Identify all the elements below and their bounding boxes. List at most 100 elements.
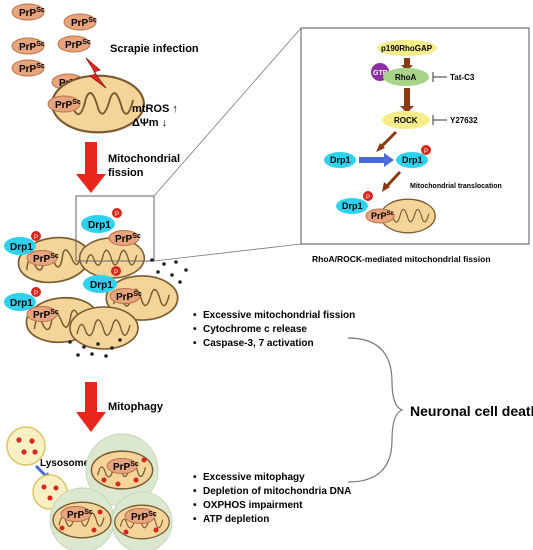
- svg-text:Drp1: Drp1: [402, 155, 423, 165]
- svg-text:P: P: [424, 149, 428, 155]
- inset-caption: RhoA/ROCK-mediated mitochondrial fission: [312, 254, 491, 264]
- svg-text:Drp1: Drp1: [10, 242, 33, 253]
- svg-text:P: P: [366, 195, 370, 201]
- svg-text:PrPSc: PrPSc: [116, 291, 142, 303]
- rhoa-node: RhoA: [383, 68, 429, 86]
- phospho-site: P: [31, 287, 41, 297]
- svg-text:PrPSc: PrPSc: [67, 509, 93, 521]
- zoom-line-bottom: [153, 243, 302, 262]
- svg-text:ROCK: ROCK: [394, 116, 418, 125]
- bullet-item: •: [193, 486, 197, 497]
- prion-particle: PrPSc: [63, 13, 97, 31]
- rhoa-rock-inset: p190RhoGAP GTP RhoA Tat-C3 ROCK Y27632: [300, 27, 530, 245]
- svg-text:PrPSc: PrPSc: [113, 461, 139, 473]
- arrow-to-fission: [76, 142, 106, 193]
- phospho-site: P: [112, 208, 122, 218]
- svg-text:Drp1: Drp1: [90, 280, 113, 291]
- blue-arrow-phosphorylation: [359, 153, 394, 167]
- prion-particle: PrPSc: [108, 230, 141, 246]
- bullet-item: •: [193, 472, 197, 483]
- bullet-item: •: [193, 500, 197, 511]
- prion-particle: PrPSc: [11, 59, 45, 77]
- lightning-icon: [85, 57, 107, 89]
- svg-text:P: P: [34, 291, 38, 297]
- outcome-label: Neuronal cell death: [410, 403, 533, 419]
- effect-mitophagy-0: Excessive mitophagy: [203, 472, 305, 483]
- svg-text:P: P: [114, 270, 118, 276]
- arrow-down-1: [401, 58, 413, 71]
- tatc3-inhibitor: Tat-C3: [432, 72, 475, 82]
- bullet-item: •: [193, 514, 197, 525]
- bracket: [347, 337, 404, 483]
- svg-text:PrPSc: PrPSc: [115, 233, 141, 245]
- fission-cluster: Drp1 P PrPSc Drp1 P PrPSc Drp1 P PrPSc: [4, 27, 302, 358]
- mitophagy-label: Mitophagy: [108, 401, 164, 413]
- svg-text:GTP: GTP: [373, 70, 388, 77]
- phospho-site: P: [421, 145, 431, 155]
- drp1-phosphorylated: Drp1: [396, 152, 428, 168]
- svg-text:Drp1: Drp1: [88, 220, 111, 231]
- phospho-site: P: [31, 231, 41, 241]
- prion-particle: PrPSc: [26, 306, 59, 322]
- arrow-to-mitophagy: [76, 382, 106, 432]
- effect-fission-2: Caspase-3, 7 activation: [203, 338, 314, 349]
- svg-text:PrPSc: PrPSc: [65, 39, 91, 51]
- svg-text:PrPSc: PrPSc: [371, 211, 395, 221]
- effect-mitophagy-2: OXPHOS impairment: [203, 500, 303, 511]
- svg-text:Drp1: Drp1: [10, 298, 33, 309]
- p190rhogap-node: p190RhoGAP: [377, 40, 437, 56]
- arrow-translocation: [385, 170, 402, 188]
- svg-text:Y27632: Y27632: [450, 116, 478, 125]
- lysosome-label: Lysosome: [40, 458, 90, 469]
- prion-particle: PrPSc: [57, 35, 91, 53]
- arrow-down-2: [400, 88, 414, 113]
- phospho-site: P: [363, 191, 373, 201]
- effect-fission-0: Excessive mitochondrial fission: [203, 310, 355, 321]
- svg-text:PrPSc: PrPSc: [55, 99, 81, 111]
- svg-text:PrPSc: PrPSc: [71, 17, 97, 29]
- svg-text:P: P: [34, 235, 38, 241]
- zoom-line-top: [153, 27, 302, 197]
- bullet-item: •: [193, 338, 197, 349]
- svg-text:RhoA: RhoA: [395, 73, 417, 82]
- drp1-protein: Drp1: [83, 275, 117, 293]
- svg-text:Tat-C3: Tat-C3: [450, 73, 475, 82]
- prion-particle: PrPSc: [26, 250, 59, 266]
- arrow-rock-to-drp1: [379, 130, 398, 149]
- effect-mitophagy-1: Depletion of mitochondria DNA: [203, 486, 351, 497]
- drp1-unphosphorylated: Drp1: [324, 152, 356, 168]
- mitophagy-cluster: Lysosome PrPSc PrPSc: [6, 426, 173, 550]
- bullet-item: •: [193, 310, 197, 321]
- rock-node: ROCK: [382, 111, 430, 129]
- prion-particle: PrPSc: [365, 208, 395, 224]
- svg-text:PrPSc: PrPSc: [19, 7, 45, 19]
- effect-fission-1: Cytochrome c release: [203, 324, 307, 335]
- svg-text:PrPSc: PrPSc: [33, 309, 59, 321]
- svg-text:PrPSc: PrPSc: [131, 511, 157, 523]
- drp1-protein: Drp1: [4, 293, 36, 311]
- fission-label-line2: fission: [108, 167, 144, 179]
- prion-particle: PrPSc: [11, 37, 45, 55]
- mitophagy-effects-list: • Excessive mitophagy • Depletion of mit…: [193, 472, 351, 525]
- svg-text:Drp1: Drp1: [342, 201, 363, 211]
- lysosome: [6, 426, 46, 466]
- infected-mitochondrion: PrPSc: [47, 57, 145, 134]
- fission-label-line1: Mitochondrial: [108, 153, 180, 165]
- svg-text:PrPSc: PrPSc: [19, 63, 45, 75]
- svg-text:PrPSc: PrPSc: [33, 253, 59, 265]
- prion-particle: PrPSc: [109, 288, 142, 304]
- fission-effects-list: • Excessive mitochondrial fission • Cyto…: [193, 310, 355, 349]
- svg-text:PrPSc: PrPSc: [19, 41, 45, 53]
- cytochrome-c-dots: [68, 258, 188, 358]
- scrapie-infection-label: Scrapie infection: [110, 43, 199, 55]
- zoom-box: [75, 195, 155, 262]
- autophagosome: PrPSc: [111, 491, 173, 550]
- drp1-on-mitochondrion: Drp1: [336, 198, 368, 214]
- prion-particle: PrPSc: [11, 3, 45, 21]
- membrane-potential-label: ΔΨm ↓: [132, 117, 167, 129]
- effect-mitophagy-3: ATP depletion: [203, 514, 269, 525]
- svg-text:Drp1: Drp1: [330, 155, 351, 165]
- autophagosome: PrPSc: [49, 487, 115, 550]
- mtros-label: mtROS ↑: [132, 103, 178, 115]
